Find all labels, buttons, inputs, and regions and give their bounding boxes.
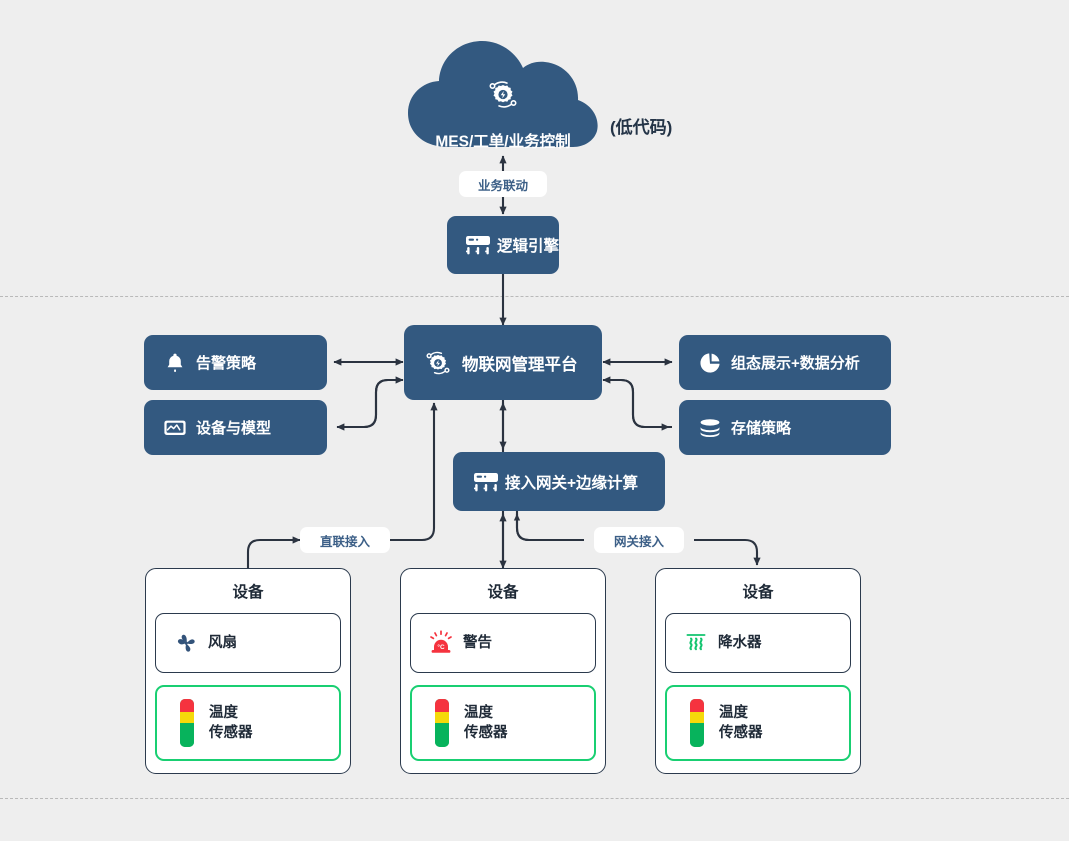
- node-alarm-policy-label: 告警策略: [196, 355, 257, 372]
- device-card[interactable]: 设备 降水器: [655, 568, 861, 774]
- device-row-temperature-sensor[interactable]: 温度 传感器: [155, 684, 341, 761]
- pie-chart-icon: [695, 352, 725, 374]
- device-row-label-line1: 温度: [209, 704, 238, 721]
- device-row-label: 温度 传感器: [209, 703, 253, 743]
- node-gateway-edge[interactable]: 接入网关+边缘计算: [453, 452, 665, 511]
- node-visualization-label: 组态展示+数据分析: [731, 355, 860, 372]
- node-logic-engine[interactable]: 逻辑引擎: [447, 216, 559, 274]
- traffic-light-sensor-icon: [675, 698, 719, 748]
- cloud-label: MES/工单/业务控制: [435, 133, 571, 151]
- device-card-title: 设备: [487, 584, 519, 601]
- node-device-model-label: 设备与模型: [196, 420, 272, 437]
- server-rack-icon: [469, 471, 503, 493]
- low-code-note: (低代码): [610, 118, 673, 137]
- band-divider-top: [0, 296, 1069, 297]
- device-row-label: 警告: [463, 634, 492, 651]
- device-card-title: 设备: [742, 584, 774, 601]
- alarm-siren-icon: °C: [419, 629, 463, 657]
- traffic-light-sensor-icon: [420, 698, 464, 748]
- edge-label-direct-access: 直联接入: [300, 527, 390, 553]
- device-row-fan[interactable]: 风扇: [155, 612, 341, 673]
- device-card[interactable]: 设备 °C 警告: [400, 568, 606, 774]
- device-row-label-line2: 传感器: [209, 724, 253, 741]
- device-row-temperature-sensor[interactable]: 温度 传感器: [410, 684, 596, 761]
- edge-label-business-link: 业务联动: [459, 171, 547, 197]
- svg-text:°C: °C: [437, 643, 445, 651]
- device-row-label-line2: 传感器: [464, 724, 508, 741]
- device-model-icon: [160, 418, 190, 438]
- node-logic-engine-label: 逻辑引擎: [497, 238, 560, 255]
- device-row-temperature-sensor[interactable]: 温度 传感器: [665, 684, 851, 761]
- node-visualization[interactable]: 组态展示+数据分析: [679, 335, 891, 390]
- gear-network-icon: [483, 75, 523, 120]
- node-alarm-policy[interactable]: 告警策略: [144, 335, 327, 390]
- node-iot-platform-label: 物联网管理平台: [462, 355, 578, 374]
- edge-label-gateway-access: 网关接入: [594, 527, 684, 553]
- server-rack-icon: [461, 234, 495, 256]
- gear-network-icon: [418, 346, 458, 380]
- traffic-light-sensor-icon: [165, 698, 209, 748]
- device-row-label: 风扇: [208, 634, 237, 651]
- device-row-label: 温度 传感器: [719, 703, 763, 743]
- device-row-label-line1: 温度: [719, 704, 748, 721]
- fan-icon: [164, 630, 208, 656]
- node-gateway-edge-label: 接入网关+边缘计算: [505, 474, 639, 492]
- device-row-humidifier[interactable]: 降水器: [665, 612, 851, 673]
- device-row-label: 降水器: [718, 634, 762, 651]
- node-storage-policy-label: 存储策略: [731, 420, 792, 437]
- device-card[interactable]: 设备 风扇: [145, 568, 351, 774]
- steam-humidifier-icon: [674, 630, 718, 656]
- node-storage-policy[interactable]: 存储策略: [679, 400, 891, 455]
- cloud-node-mes[interactable]: MES/工单/业务控制: [404, 37, 602, 151]
- database-icon: [695, 418, 725, 438]
- device-row-warning[interactable]: °C 警告: [410, 612, 596, 673]
- device-row-label: 温度 传感器: [464, 703, 508, 743]
- node-device-model[interactable]: 设备与模型: [144, 400, 327, 455]
- device-row-label-line1: 温度: [464, 704, 493, 721]
- bell-icon: [160, 352, 190, 374]
- node-iot-platform[interactable]: 物联网管理平台: [404, 325, 602, 400]
- device-card-title: 设备: [232, 584, 264, 601]
- device-row-label-line2: 传感器: [719, 724, 763, 741]
- band-divider-bottom: [0, 798, 1069, 799]
